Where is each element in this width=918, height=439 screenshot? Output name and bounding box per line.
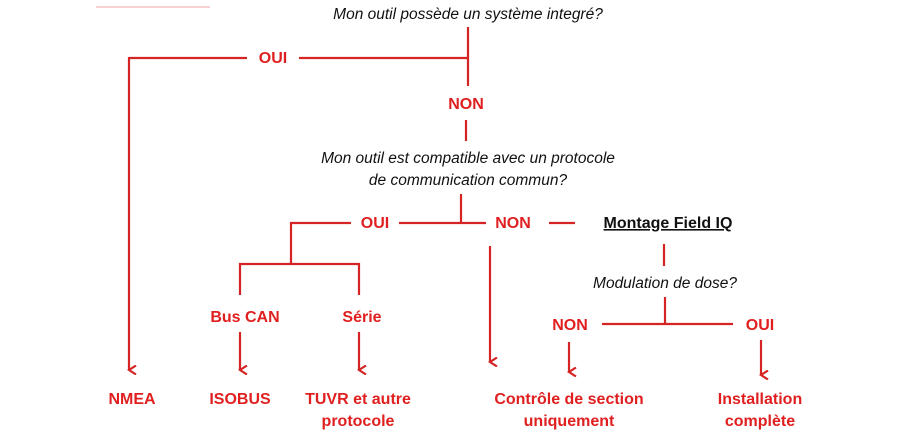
branch-label-oui-2: OUI bbox=[361, 215, 389, 232]
montage-field-iq-label: Montage Field IQ bbox=[604, 215, 733, 232]
outcome-tuvr-line1: TUVR et autre bbox=[305, 391, 411, 408]
outcome-nmea: NMEA bbox=[108, 391, 156, 408]
question-integrated-system: Mon outil possède un système integré? bbox=[333, 6, 603, 23]
outcome-tuvr-line2: protocole bbox=[322, 413, 395, 430]
question-protocol-line2: de communication commun? bbox=[369, 172, 568, 189]
outcome-controle-line2: uniquement bbox=[524, 413, 615, 430]
outcome-controle-line1: Contrôle de section bbox=[494, 391, 643, 408]
outcome-installation-line1: Installation bbox=[718, 391, 802, 408]
outcome-installation-line2: complète bbox=[725, 413, 795, 430]
question-protocol-line1: Mon outil est compatible avec un protoco… bbox=[321, 150, 615, 167]
branch-label-serie: Série bbox=[342, 309, 381, 326]
branch-label-oui-1: OUI bbox=[259, 50, 287, 67]
branch-label-non-1: NON bbox=[448, 96, 484, 113]
connector-bus-serie-bar bbox=[238, 262, 361, 295]
branch-label-non-3: NON bbox=[552, 317, 588, 334]
question-modulation-dose: Modulation de dose? bbox=[593, 275, 737, 292]
outcome-isobus: ISOBUS bbox=[209, 391, 271, 408]
branch-label-non-2: NON bbox=[495, 215, 531, 232]
branch-label-oui-3: OUI bbox=[746, 317, 774, 334]
connector-oui2-down bbox=[289, 221, 351, 264]
branch-label-bus-can: Bus CAN bbox=[210, 309, 279, 326]
